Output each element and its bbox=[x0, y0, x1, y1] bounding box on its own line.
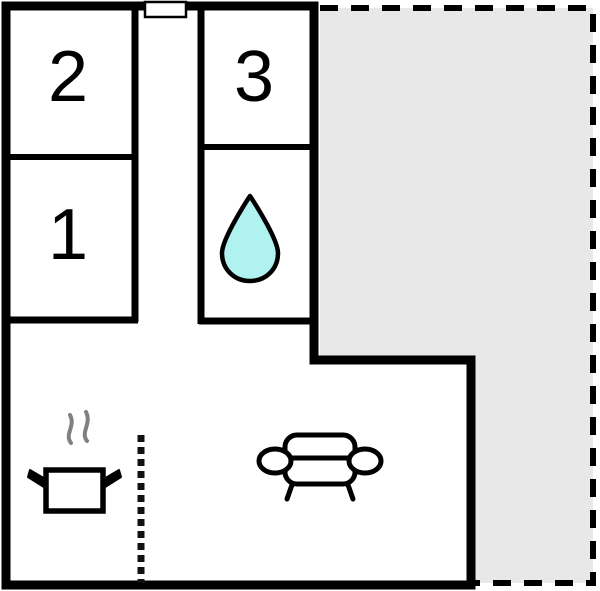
interior-walls bbox=[4, 6, 314, 325]
sofa-armrest-right bbox=[346, 446, 384, 476]
water-drop-shape bbox=[219, 193, 281, 284]
steam-wisp-left bbox=[66, 413, 74, 445]
steam-wisp-right bbox=[82, 410, 90, 443]
room-label-1: 1 bbox=[48, 195, 88, 275]
sofa-armrest-left bbox=[256, 446, 294, 476]
entrance-door-rect[interactable] bbox=[143, 0, 188, 19]
pot-body bbox=[43, 467, 106, 514]
entrance-door[interactable] bbox=[143, 0, 188, 19]
sofa-seat bbox=[282, 455, 358, 487]
water-drop-icon bbox=[219, 193, 281, 284]
cooking-pot-icon bbox=[27, 410, 122, 514]
terrace-dashed-boundary bbox=[320, 5, 596, 586]
room-label-3: 3 bbox=[234, 37, 274, 117]
sofa-icon bbox=[256, 432, 384, 502]
room-label-2: 2 bbox=[48, 37, 88, 117]
